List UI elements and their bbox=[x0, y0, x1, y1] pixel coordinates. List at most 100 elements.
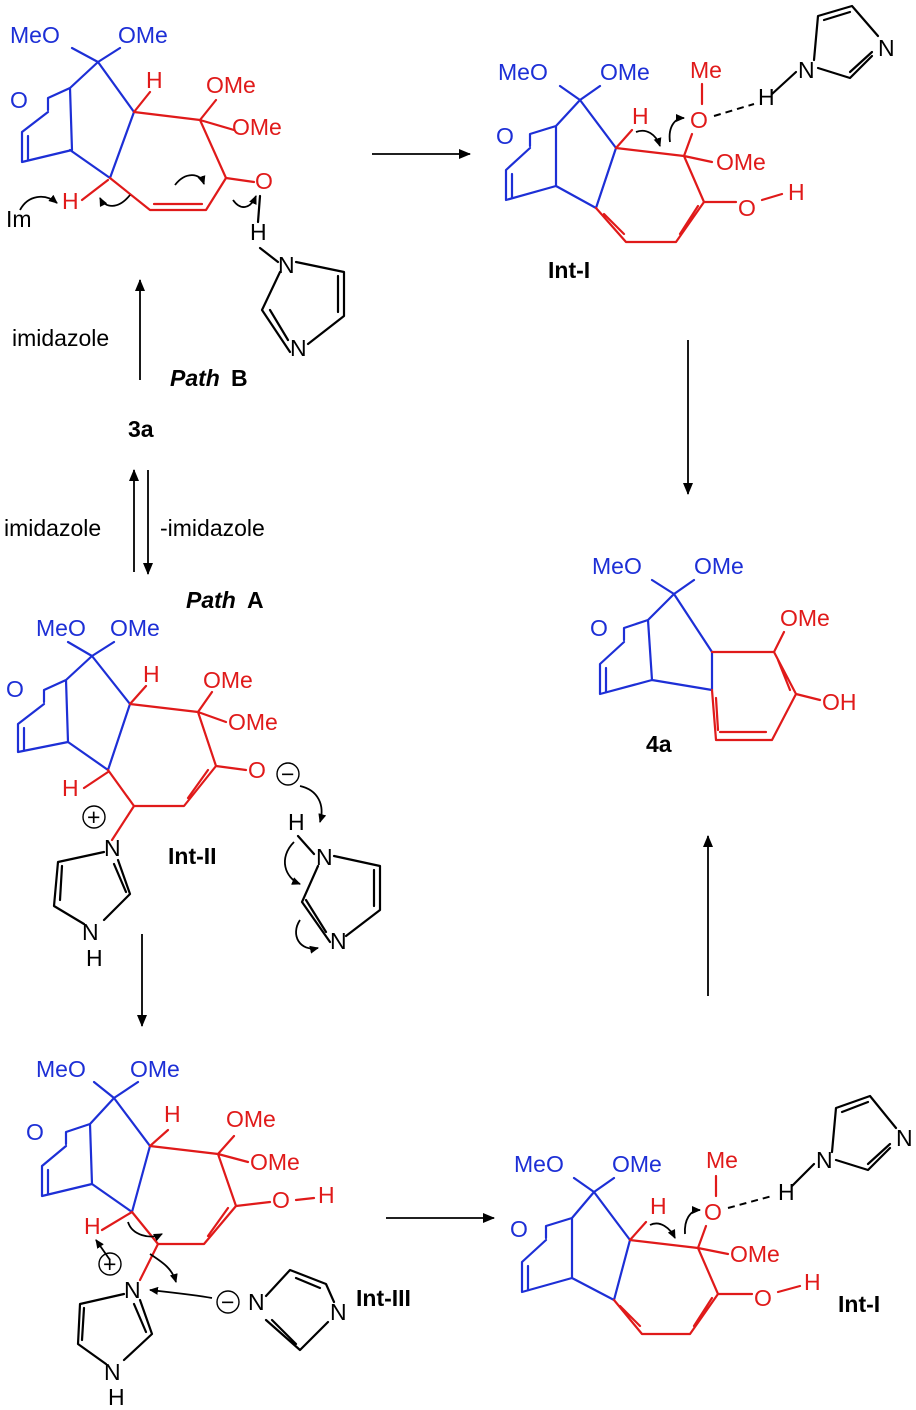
label-ome: OMe bbox=[694, 553, 744, 579]
path-a-label-letter: A bbox=[247, 587, 264, 613]
compound-3a-structure: MeO OMe O H OMe OMe O H Im H bbox=[6, 22, 282, 245]
label-enolate-o: O bbox=[248, 757, 266, 783]
compound-label-3a: 3a bbox=[128, 416, 154, 442]
label-me: Me bbox=[690, 57, 722, 83]
label-n: N bbox=[248, 1289, 265, 1315]
label-h: H bbox=[250, 219, 267, 245]
label-h: H bbox=[146, 67, 163, 93]
label-meo: MeO bbox=[36, 615, 86, 641]
imidazolium-int-iii: + N N H bbox=[76, 1239, 213, 1410]
imidazole-reagent-path-b: N N bbox=[258, 246, 346, 361]
path-a-label-italic: Path bbox=[186, 587, 236, 613]
product-4a-structure: MeO OMe O OMe OH bbox=[590, 553, 857, 742]
label-h: H bbox=[788, 179, 805, 205]
label-ome: OMe bbox=[780, 605, 830, 631]
label-ome: OMe bbox=[600, 59, 650, 85]
path-a-reverse-reagent: -imidazole bbox=[160, 515, 265, 541]
intermediate-int-iii-structure: MeO OMe O H OMe OMe O H H bbox=[26, 1056, 335, 1283]
label-ketone-o: O bbox=[590, 615, 608, 641]
label-h: H bbox=[164, 1101, 181, 1127]
label-n: N bbox=[316, 844, 333, 870]
label-h: H bbox=[804, 1269, 821, 1295]
label-enol-o: O bbox=[272, 1187, 290, 1213]
imidazole-h-bond-top: N N bbox=[770, 4, 895, 96]
label-meo: MeO bbox=[514, 1151, 564, 1177]
label-h: H bbox=[758, 84, 775, 110]
label-ketone-o: O bbox=[6, 676, 24, 702]
label-h: H bbox=[108, 1384, 125, 1410]
label-ome: OMe bbox=[250, 1149, 300, 1175]
label-meo: MeO bbox=[498, 59, 548, 85]
compound-label-int-ii: Int-II bbox=[168, 843, 217, 869]
label-n: N bbox=[896, 1125, 913, 1151]
imidazole-base-int-ii: H N N bbox=[284, 809, 382, 954]
label-ome: OMe bbox=[716, 149, 766, 175]
charge-plus: + bbox=[87, 804, 100, 830]
label-ome: OMe bbox=[228, 709, 278, 735]
label-n: N bbox=[104, 1359, 121, 1385]
label-ome: OMe bbox=[226, 1106, 276, 1132]
label-methoxy-o: O bbox=[690, 107, 708, 133]
imidazole-h-bond-bottom: N N bbox=[790, 1094, 913, 1188]
label-imidazole-abbrev: Im bbox=[6, 206, 32, 232]
label-h: H bbox=[650, 1193, 667, 1219]
label-n: N bbox=[330, 928, 347, 954]
compound-label-int-i-top: Int-I bbox=[548, 257, 590, 283]
label-ome: OMe bbox=[612, 1151, 662, 1177]
path-b-label-letter: B bbox=[231, 365, 248, 391]
label-enol-o: O bbox=[754, 1285, 772, 1311]
label-h: H bbox=[84, 1213, 101, 1239]
charge-minus: − bbox=[281, 761, 294, 787]
label-ketone-o: O bbox=[496, 123, 514, 149]
imidazolide-anion: − N N bbox=[216, 1268, 347, 1352]
label-n: N bbox=[104, 835, 121, 861]
label-methoxy-o: O bbox=[704, 1199, 722, 1225]
charge-minus: − bbox=[221, 1289, 234, 1315]
label-h: H bbox=[62, 775, 79, 801]
label-h: H bbox=[288, 809, 305, 835]
label-h: H bbox=[62, 188, 79, 214]
intermediate-int-ii-structure: MeO OMe O H OMe OMe O H − bbox=[6, 615, 327, 842]
label-me: Me bbox=[706, 1147, 738, 1173]
label-ome: OMe bbox=[206, 72, 256, 98]
path-b-reagent: imidazole bbox=[12, 325, 109, 351]
label-h: H bbox=[143, 661, 160, 687]
label-meo: MeO bbox=[10, 22, 60, 48]
label-ome: OMe bbox=[130, 1056, 180, 1082]
label-h: H bbox=[318, 1182, 335, 1208]
label-n: N bbox=[878, 35, 895, 61]
intermediate-int-i-top-structure: MeO OMe O H Me O OMe O H H bbox=[496, 57, 805, 244]
label-ketone-o: O bbox=[26, 1119, 44, 1145]
label-ome: OMe bbox=[118, 22, 168, 48]
imidazolium-int-ii: + N N H bbox=[52, 804, 132, 971]
label-n: N bbox=[290, 335, 307, 361]
label-n: N bbox=[82, 919, 99, 945]
label-ome: OMe bbox=[203, 667, 253, 693]
compound-label-int-iii: Int-III bbox=[356, 1285, 411, 1311]
label-ketone-o: O bbox=[10, 87, 28, 113]
label-ketone-o: O bbox=[510, 1216, 528, 1242]
label-h: H bbox=[86, 945, 103, 971]
label-n: N bbox=[278, 252, 295, 278]
compound-label-4a: 4a bbox=[646, 731, 672, 757]
path-b-label-italic: Path bbox=[170, 365, 220, 391]
label-enol-o: O bbox=[738, 195, 756, 221]
label-hydroxyl-oh: OH bbox=[822, 689, 857, 715]
label-n: N bbox=[798, 57, 815, 83]
label-ome: OMe bbox=[730, 1241, 780, 1267]
label-meo: MeO bbox=[592, 553, 642, 579]
label-h: H bbox=[778, 1179, 795, 1205]
intermediate-int-i-bottom-structure: MeO OMe O H Me O OMe O H H bbox=[510, 1147, 821, 1336]
compound-label-int-i-bottom: Int-I bbox=[838, 1291, 880, 1317]
label-ketone-o: O bbox=[255, 168, 273, 194]
label-n: N bbox=[124, 1277, 141, 1303]
path-a-forward-reagent: imidazole bbox=[4, 515, 101, 541]
label-meo: MeO bbox=[36, 1056, 86, 1082]
label-n: N bbox=[816, 1147, 833, 1173]
label-ome: OMe bbox=[232, 114, 282, 140]
label-ome: OMe bbox=[110, 615, 160, 641]
charge-plus: + bbox=[103, 1251, 116, 1277]
label-n: N bbox=[330, 1299, 347, 1325]
